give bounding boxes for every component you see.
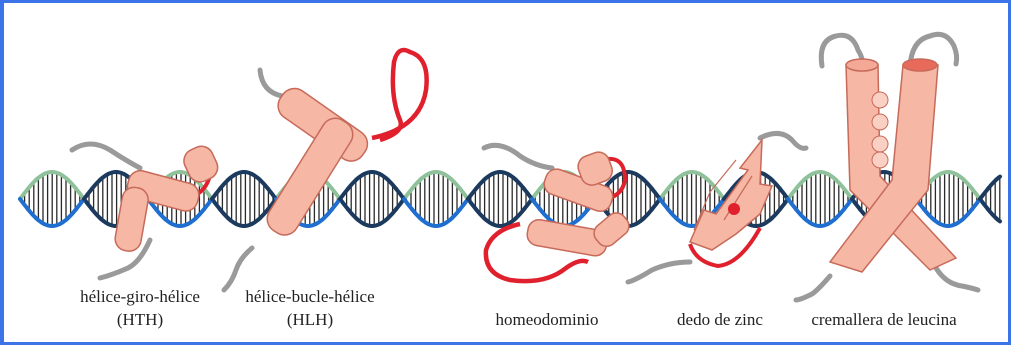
helix-top-face: [846, 59, 878, 71]
helix-top-face: [903, 59, 937, 71]
zinc-ion: [728, 203, 740, 215]
leucine-residue: [872, 92, 888, 108]
motif-label-zinc-finger: dedo de zinc: [677, 310, 763, 329]
motif-label-hlh-line1: hélice-bucle-hélice: [245, 287, 374, 306]
motif-label-homeodomain: homeodominio: [496, 310, 599, 329]
motif-label-hth-line2: (HTH): [117, 310, 163, 329]
leucine-residue: [872, 152, 888, 168]
alpha-helix-cylinder: [113, 185, 150, 253]
gray-tail: [484, 145, 552, 168]
beta-sheet-hairpin: [690, 140, 772, 250]
red-loop: [372, 50, 427, 140]
gray-tail: [224, 248, 252, 290]
gray-tail: [760, 133, 806, 148]
gray-tail: [628, 262, 690, 282]
motif-label-hth-line1: hélice-giro-hélice: [80, 287, 200, 306]
leucine-residue: [872, 114, 888, 130]
gray-tail: [936, 268, 978, 290]
gray-tail: [796, 276, 830, 300]
leucine-zipper-motif: [796, 34, 978, 300]
gray-tail: [72, 144, 140, 168]
motif-label-hlh-line2: (HLH): [287, 310, 333, 329]
dna-strand-blue: [996, 177, 1000, 180]
hlh-motif: [224, 50, 427, 290]
motif-label-leucine-zipper: cremallera de leucina: [811, 310, 957, 329]
dna-strand-green: [996, 218, 1000, 221]
leucine-residue: [872, 136, 888, 152]
